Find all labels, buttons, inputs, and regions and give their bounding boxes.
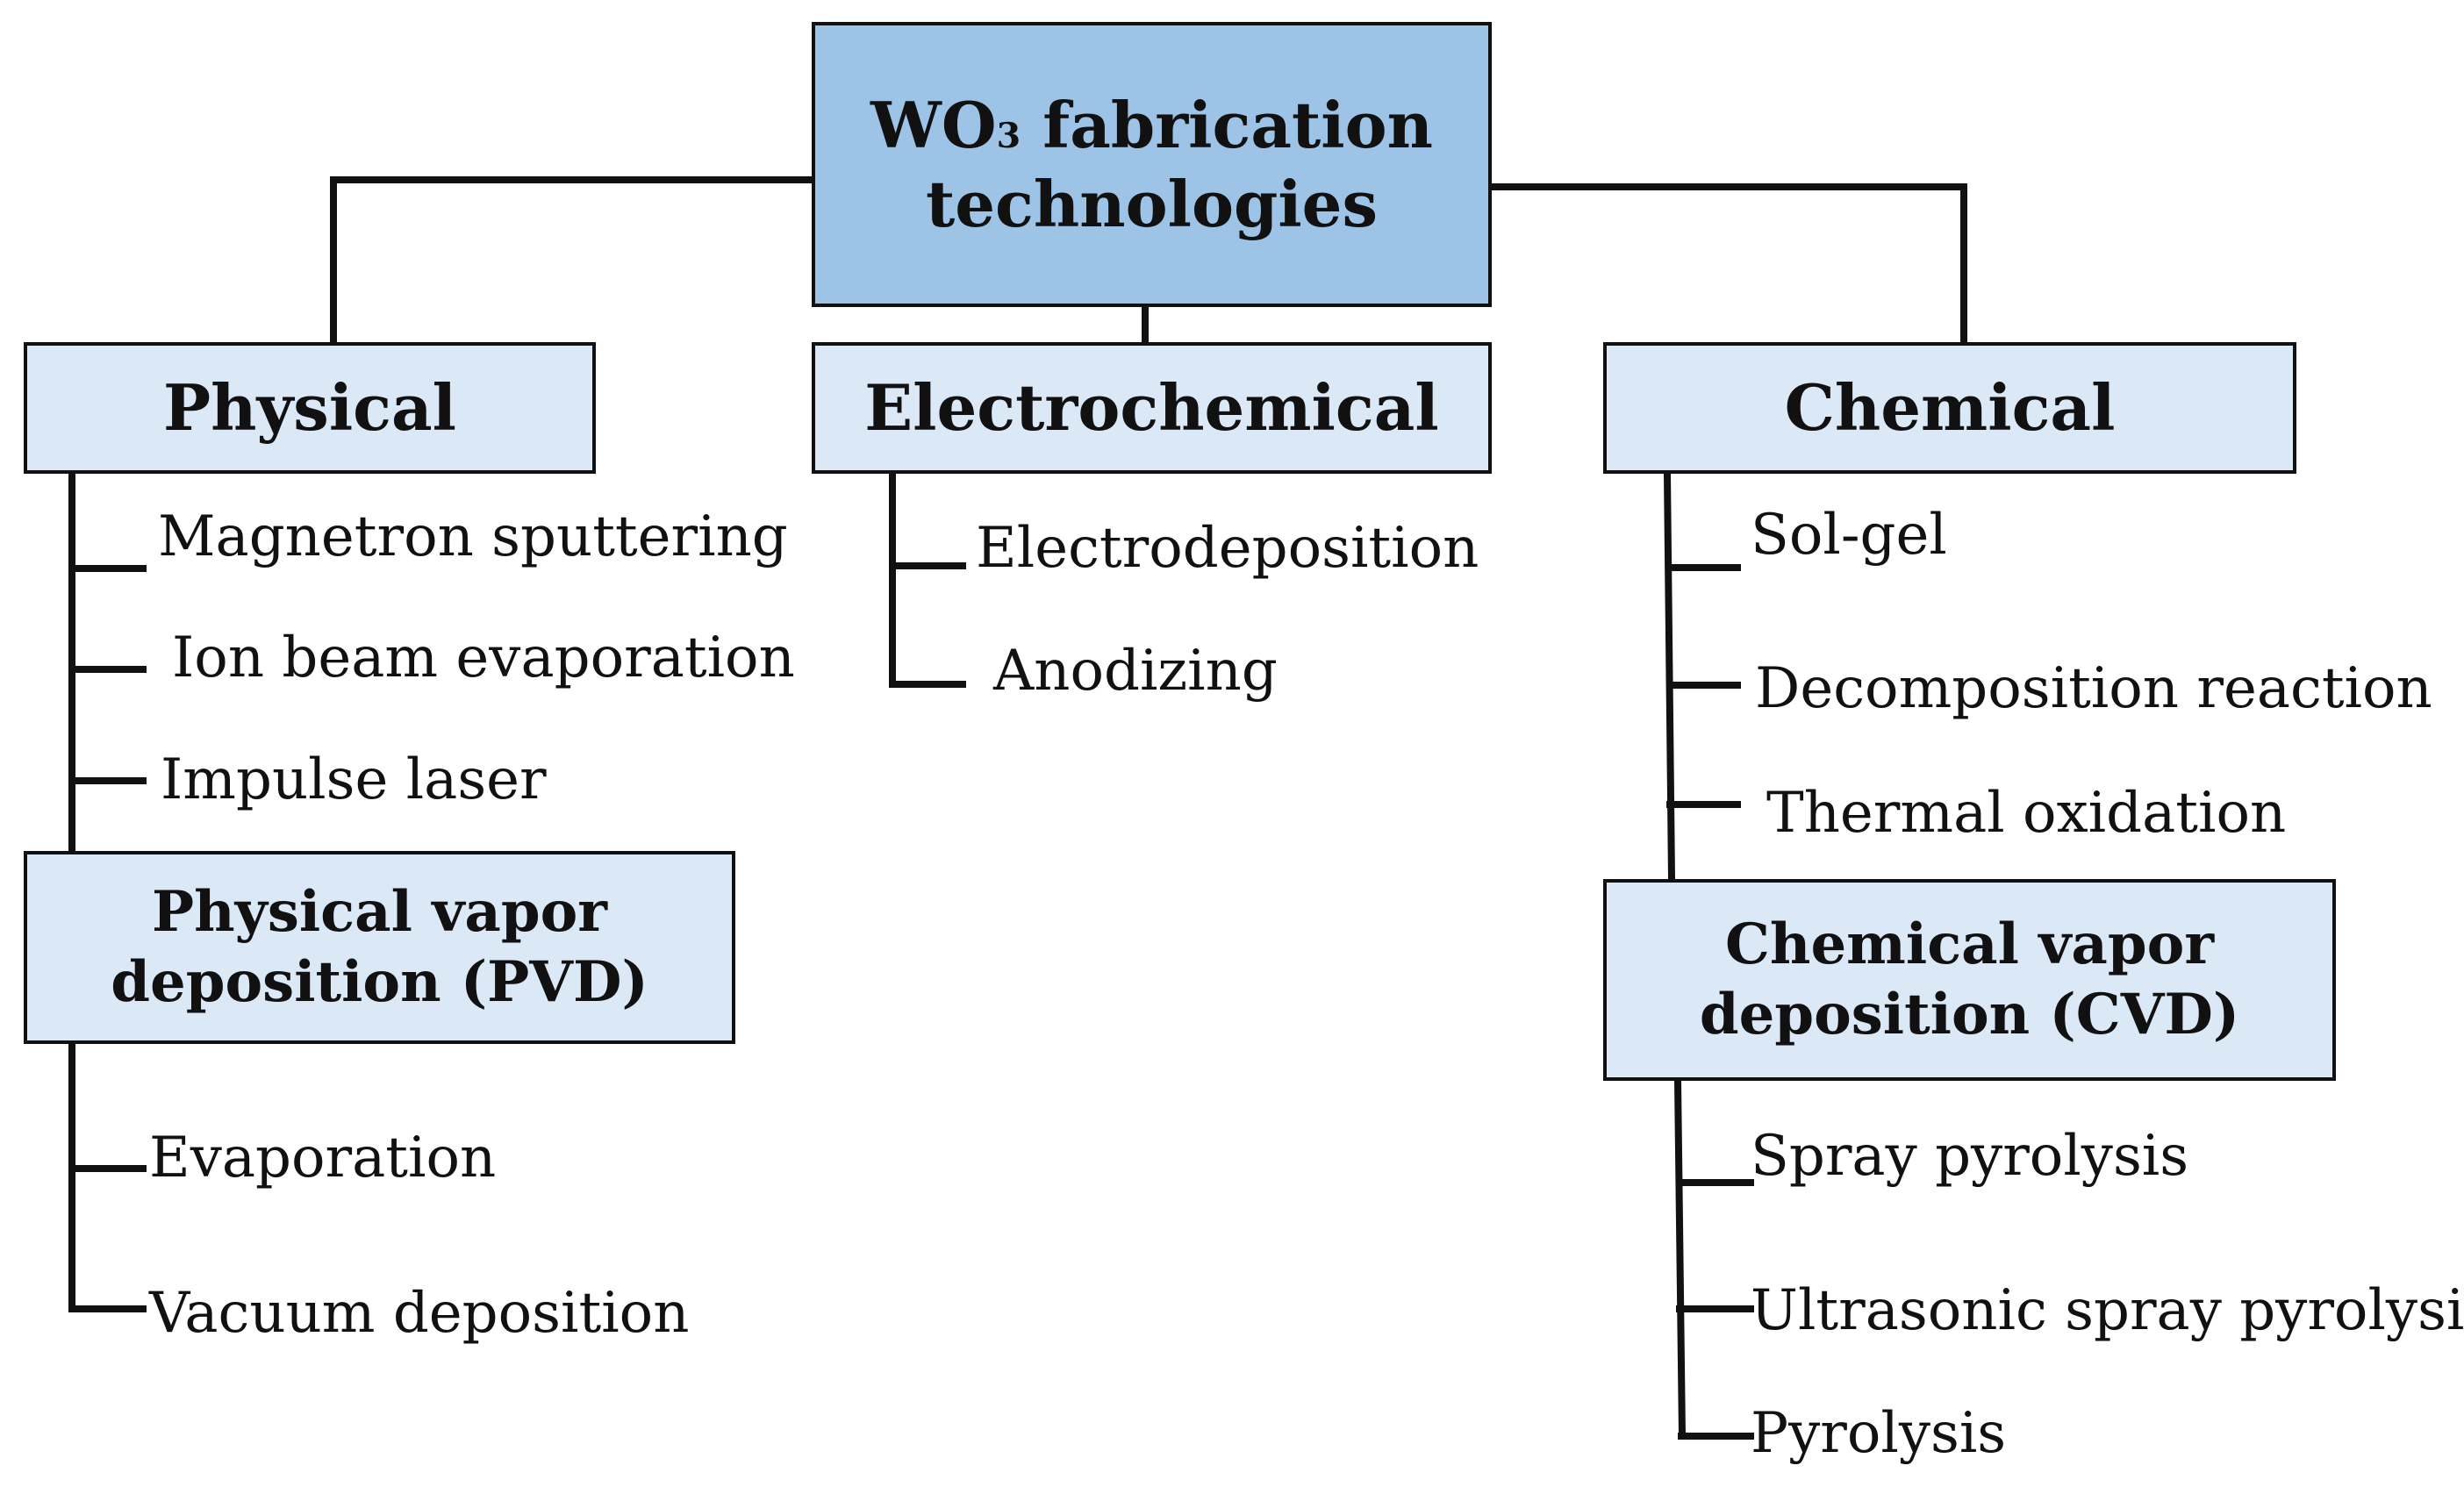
category-electrochemical: Electrochemical (812, 342, 1492, 474)
subgroup-label: Physical vapor deposition (PVD) (111, 879, 648, 1015)
pvd-item: Vacuum deposition (149, 1281, 690, 1346)
cvd-item: Ultrasonic spray pyrolysis (1751, 1278, 2464, 1343)
root-box: WO3 fabrication technologies (812, 22, 1492, 307)
subgroup-pvd: Physical vapor deposition (PVD) (24, 851, 735, 1044)
root-title: WO3 fabrication technologies (870, 87, 1433, 241)
electrochemical-item: Electrodeposition (976, 516, 1479, 581)
category-label: Electrochemical (864, 370, 1439, 445)
category-label: Physical (162, 370, 457, 445)
cvd-trunk (1673, 1076, 1687, 1441)
subgroup-label: Chemical vapor deposition (CVD) (1699, 912, 2240, 1047)
chemical-item: Sol-gel (1751, 503, 1947, 568)
physical-item: Magnetron sputtering (158, 504, 788, 569)
physical-item: Ion beam evaporation (172, 626, 795, 690)
category-chemical: Chemical (1603, 342, 2296, 474)
pvd-item: Evaporation (149, 1126, 497, 1190)
chemical-item: Decomposition reaction (1755, 656, 2432, 721)
physical-item: Impulse laser (161, 747, 547, 812)
chemical-trunk (1663, 469, 1676, 883)
subgroup-cvd: Chemical vapor deposition (CVD) (1603, 879, 2336, 1081)
electrochemical-item: Anodizing (993, 639, 1278, 704)
cvd-item: Spray pyrolysis (1751, 1124, 2189, 1189)
category-physical: Physical (24, 342, 596, 474)
chemical-item: Thermal oxidation (1766, 781, 2287, 846)
cvd-item: Pyrolysis (1751, 1401, 2007, 1466)
category-label: Chemical (1784, 370, 2116, 445)
